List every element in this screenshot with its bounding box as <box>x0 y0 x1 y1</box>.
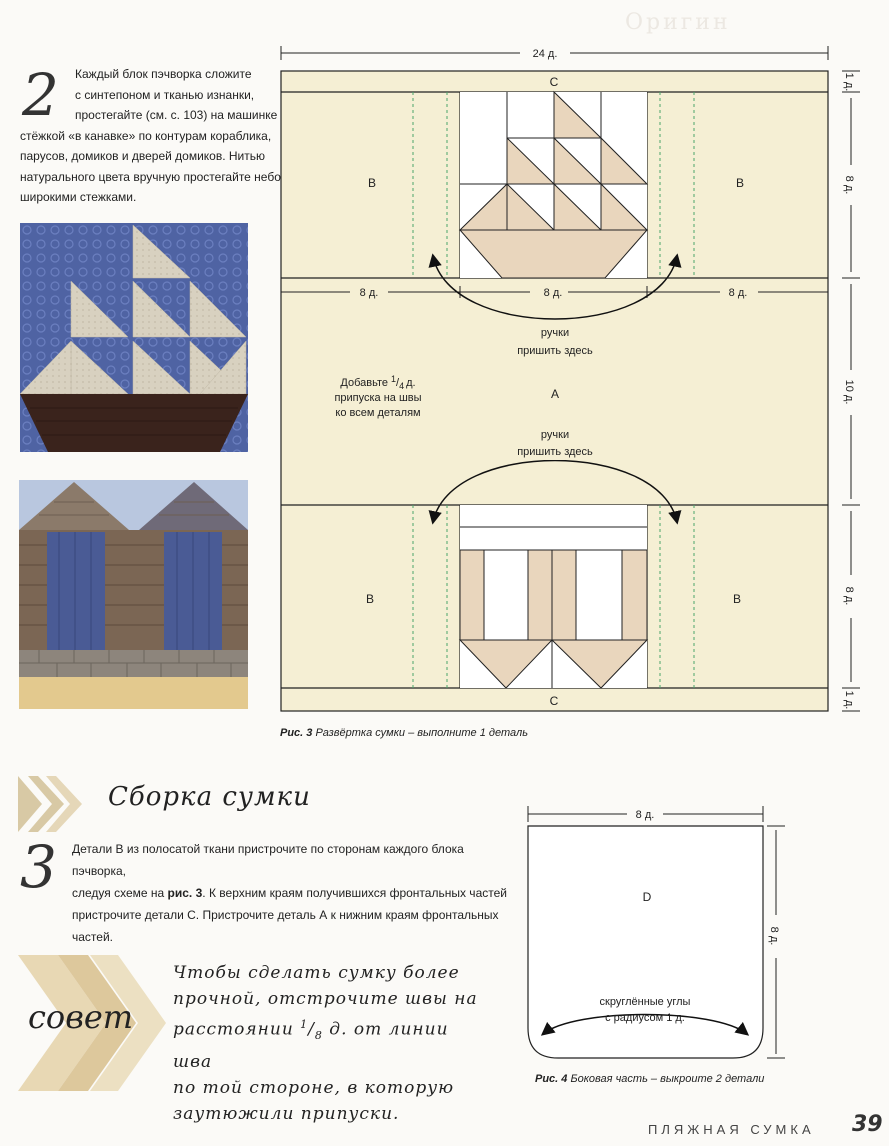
seam-note-line3: ко всем деталям <box>335 407 420 419</box>
section-chevrons <box>18 776 82 832</box>
seam-note-line2: припуска на швы <box>334 392 421 404</box>
dim-right-2: 8 д. <box>843 176 855 195</box>
fig3-caption-text: Развёртка сумки – выполните 1 деталь <box>312 727 529 739</box>
step-2-line: натурального цвета вручную простегайте н… <box>20 169 281 184</box>
dim-section-2: 8 д. <box>544 287 563 299</box>
handles-note-top-1: ручки <box>541 327 569 339</box>
corner-note-1: скруглённые углы <box>600 996 691 1008</box>
label-b: B <box>368 176 376 190</box>
dim-right-3: 10 д. <box>843 380 855 405</box>
faded-header: Оригин <box>625 10 731 35</box>
tip-line: заутюжили припуски. <box>173 1104 400 1125</box>
fig4-height-label: 8 д. <box>768 927 780 946</box>
sailboat-block <box>458 90 649 279</box>
label-c-bottom: C <box>550 694 559 708</box>
tip-chevrons <box>18 955 166 1091</box>
handle-arrow-bottom <box>428 459 682 525</box>
step-2-line: парусов, домиков и дверей домиков. Нитью <box>20 149 266 163</box>
dim-right-5: 1 д. <box>843 691 855 710</box>
handle-arrow-top <box>428 253 682 320</box>
step-2-line: с синтепоном и тканью изнанки, <box>75 87 255 102</box>
handles-note-bottom-1: ручки <box>541 429 569 441</box>
step-3-line: пристрочите детали С. Пристрочите деталь… <box>72 908 499 944</box>
step-2-line: широкими стежками. <box>20 190 137 204</box>
tip-text: Чтобы сделать сумку более прочной, отстр… <box>173 960 493 1127</box>
step-2-line: простегайте (см. с. 103) на машинке <box>75 108 278 122</box>
fig4-width-label: 8 д. <box>636 809 655 821</box>
width-24-label: 24 д. <box>533 48 558 60</box>
label-a: A <box>551 387 559 401</box>
fig4-caption: Рис. 4 Боковая часть – выкроите 2 детали <box>535 1073 764 1085</box>
running-footer: ПЛЯЖНАЯ СУМКА <box>648 1122 815 1137</box>
step-3-line: следуя схеме на рис. 3. К верхним краям … <box>72 886 507 900</box>
tip-line: прочной, отстрочите швы на <box>173 989 478 1009</box>
corner-note-2: с радиусом 1 д. <box>605 1012 685 1024</box>
handles-note-bottom-2: пришить здесь <box>517 446 593 458</box>
tip-line: по той стороне, в которую <box>173 1078 455 1099</box>
label-b: B <box>366 592 374 606</box>
label-d: D <box>643 890 652 904</box>
step-3-line: Детали В из полосатой ткани пристрочите … <box>72 842 464 878</box>
section-title: Сборка сумки <box>108 782 311 812</box>
handles-note-top-2: пришить здесь <box>517 345 593 357</box>
step-2-number: 2 <box>22 61 59 129</box>
beach-hut-block <box>458 505 649 689</box>
tip-line: Чтобы сделать сумку более <box>173 963 460 983</box>
dim-right-1: 1 д. <box>843 73 855 92</box>
fig3-caption: Рис. 3 Развёртка сумки – выполните 1 дет… <box>280 727 528 739</box>
step-3-number: 3 <box>20 833 57 901</box>
step-3-text: Детали В из полосатой ткани пристрочите … <box>72 838 512 948</box>
step-2-line: Каждый блок пэчворка сложите <box>75 67 252 81</box>
sailboat-quilt-photo <box>20 223 248 452</box>
dim-right-4: 8 д. <box>843 587 855 606</box>
tip-label: совет <box>28 998 134 1036</box>
fig3-caption-label: Рис. 3 <box>280 727 313 739</box>
page-number: 39 <box>852 1112 883 1137</box>
dim-section-3: 8 д. <box>729 287 748 299</box>
label-b: B <box>736 176 744 190</box>
side-panel-diagram: 8 д. 8 д. D скруглённые углы с радиусом … <box>527 806 785 1059</box>
label-b: B <box>733 592 741 606</box>
step-2-line: стёжкой «в канавке» по контурам кораблик… <box>20 128 272 143</box>
tip-line: расстоянии 1/8 д. от линии шва <box>173 1018 449 1073</box>
bag-layout-diagram: 24 д. 1 д. 8 д. 10 д. 8 д. 1 д. 8 д. 8 д… <box>280 46 860 712</box>
step-2-text: Каждый блок пэчворка сложите с синтепоно… <box>20 64 282 208</box>
fig4-caption-text: Боковая часть – выкроите 2 детали <box>567 1073 765 1085</box>
corner-arrow <box>540 1013 750 1036</box>
side-panel-shape <box>527 825 764 1059</box>
beach-huts-quilt-photo <box>19 480 248 709</box>
label-c-top: C <box>550 75 559 89</box>
dim-section-1: 8 д. <box>360 287 379 299</box>
fig4-caption-label: Рис. 4 <box>535 1073 568 1085</box>
